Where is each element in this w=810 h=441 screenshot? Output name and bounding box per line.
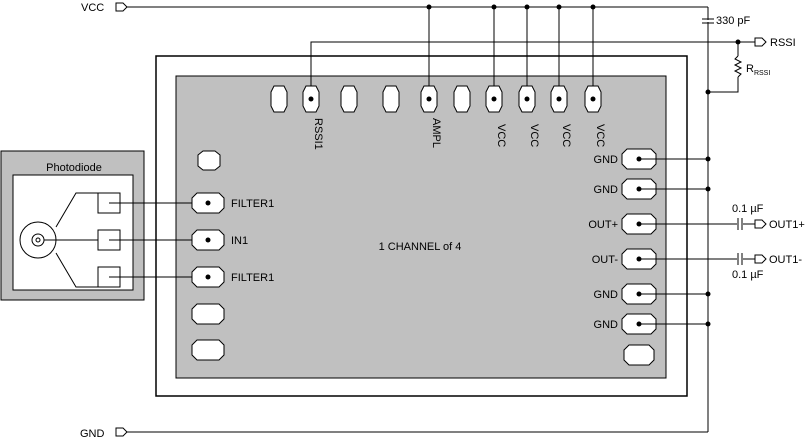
pin-label-vcc-3: VCC	[560, 124, 572, 147]
capacitor-out-neg	[737, 253, 743, 265]
pin-label-filter1-top: FILTER1	[231, 198, 274, 210]
pin-label-out-neg: OUT-	[592, 254, 619, 266]
wire-rssi	[310, 41, 760, 99]
pin-label-vcc-2: VCC	[528, 124, 540, 147]
vcc-label: VCC	[81, 2, 104, 14]
out-pos-port-icon	[754, 219, 767, 229]
pin-label-filter1-bottom: FILTER1	[231, 272, 274, 284]
cap-out-neg-label: 0.1 µF	[732, 269, 764, 281]
rssi-port-icon	[754, 37, 767, 47]
vcc-port-icon	[115, 2, 128, 12]
rssi-label: RSSI	[770, 37, 796, 49]
pin-label-vcc-1: VCC	[495, 124, 507, 147]
pin-label-out-pos: OUT+	[588, 219, 618, 231]
pin-label-in1: IN1	[231, 235, 248, 247]
resistor-rrssi	[733, 55, 743, 78]
pin-label-vcc-4: VCC	[594, 124, 606, 147]
resistor-rrssi-label: RRSSI	[746, 63, 770, 77]
pin-label-gnd-2: GND	[594, 184, 619, 196]
cap-330pf-label: 330 pF	[716, 15, 751, 27]
capacitor-330pf	[702, 18, 714, 24]
pin-label-rssi1: RSSI1	[312, 118, 324, 150]
gnd-label: GND	[80, 428, 105, 440]
pin-label-gnd-4: GND	[594, 319, 619, 331]
module-body	[175, 75, 667, 379]
capacitor-out-pos	[737, 218, 743, 230]
photodiode-title: Photodiode	[46, 162, 102, 174]
pin-label-ampl: AMPL	[430, 118, 442, 148]
pin-label-gnd-3: GND	[594, 289, 619, 301]
out-neg-port-icon	[754, 254, 767, 264]
gnd-port-icon	[115, 427, 128, 437]
out-neg-label: OUT1-	[769, 254, 802, 266]
out-pos-label: OUT1+	[769, 219, 805, 231]
module-title: 1 CHANNEL of 4	[379, 241, 462, 253]
pin-label-gnd-1: GND	[594, 154, 619, 166]
photodiode-symbol	[19, 192, 121, 288]
cap-out-pos-label: 0.1 µF	[732, 203, 764, 215]
